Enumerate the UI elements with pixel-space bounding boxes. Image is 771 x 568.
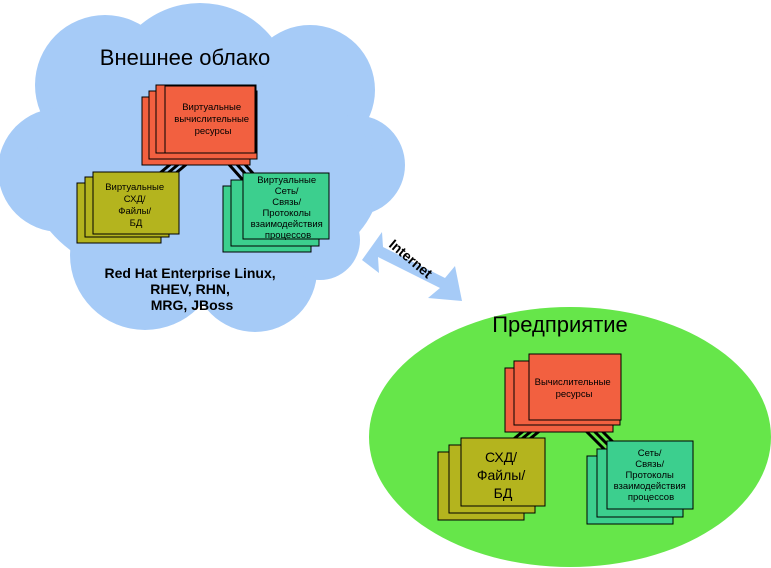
cloud-compute-stack bbox=[141, 84, 258, 166]
cloud-network-stack bbox=[222, 172, 330, 253]
enterprise-storage-stack bbox=[437, 437, 546, 521]
cloud-storage-stack bbox=[76, 171, 180, 244]
cloud-products: Red Hat Enterprise Linux, RHEV, RHN, MRG… bbox=[104, 265, 279, 313]
enterprise-ellipse bbox=[369, 307, 771, 567]
enterprise-compute-stack bbox=[504, 353, 622, 433]
cloud-title: Внешнее облако bbox=[100, 45, 270, 70]
enterprise-network-label: Сеть/ Связь/ Протоколы взаимодействия пр… bbox=[614, 448, 689, 503]
enterprise-title: Предприятие bbox=[492, 312, 628, 337]
cloud-network-label: Виртуальные Сеть/ Связь/ Протоколы взаим… bbox=[251, 175, 326, 241]
enterprise-storage-label: СХД/ Файлы/ БД bbox=[477, 449, 529, 501]
cloud-storage-label: Виртуальные СХД/ Файлы/ БД bbox=[105, 182, 167, 229]
enterprise-compute-label: Вычислительные ресурсы bbox=[535, 377, 614, 400]
internet-arrow bbox=[362, 232, 462, 301]
cloud-compute-label: Виртуальные вычислительные ресурсы bbox=[174, 102, 251, 137]
enterprise-network-stack bbox=[586, 440, 694, 525]
